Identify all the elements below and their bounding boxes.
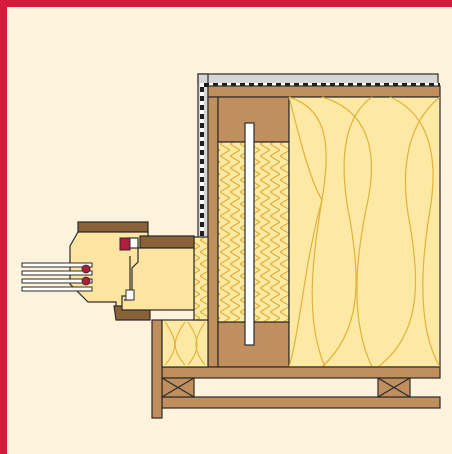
window-seal xyxy=(119,237,131,251)
lower-insulation xyxy=(161,319,209,368)
floor-structure xyxy=(151,319,441,419)
glazing xyxy=(21,262,93,292)
window-profile xyxy=(69,221,195,321)
timber-stud xyxy=(207,96,290,368)
insulation-batt xyxy=(288,96,441,368)
left-accent-bar xyxy=(0,0,7,454)
top-accent-bar xyxy=(0,0,452,7)
joint-insulation xyxy=(193,236,209,321)
top-plate xyxy=(207,85,441,98)
